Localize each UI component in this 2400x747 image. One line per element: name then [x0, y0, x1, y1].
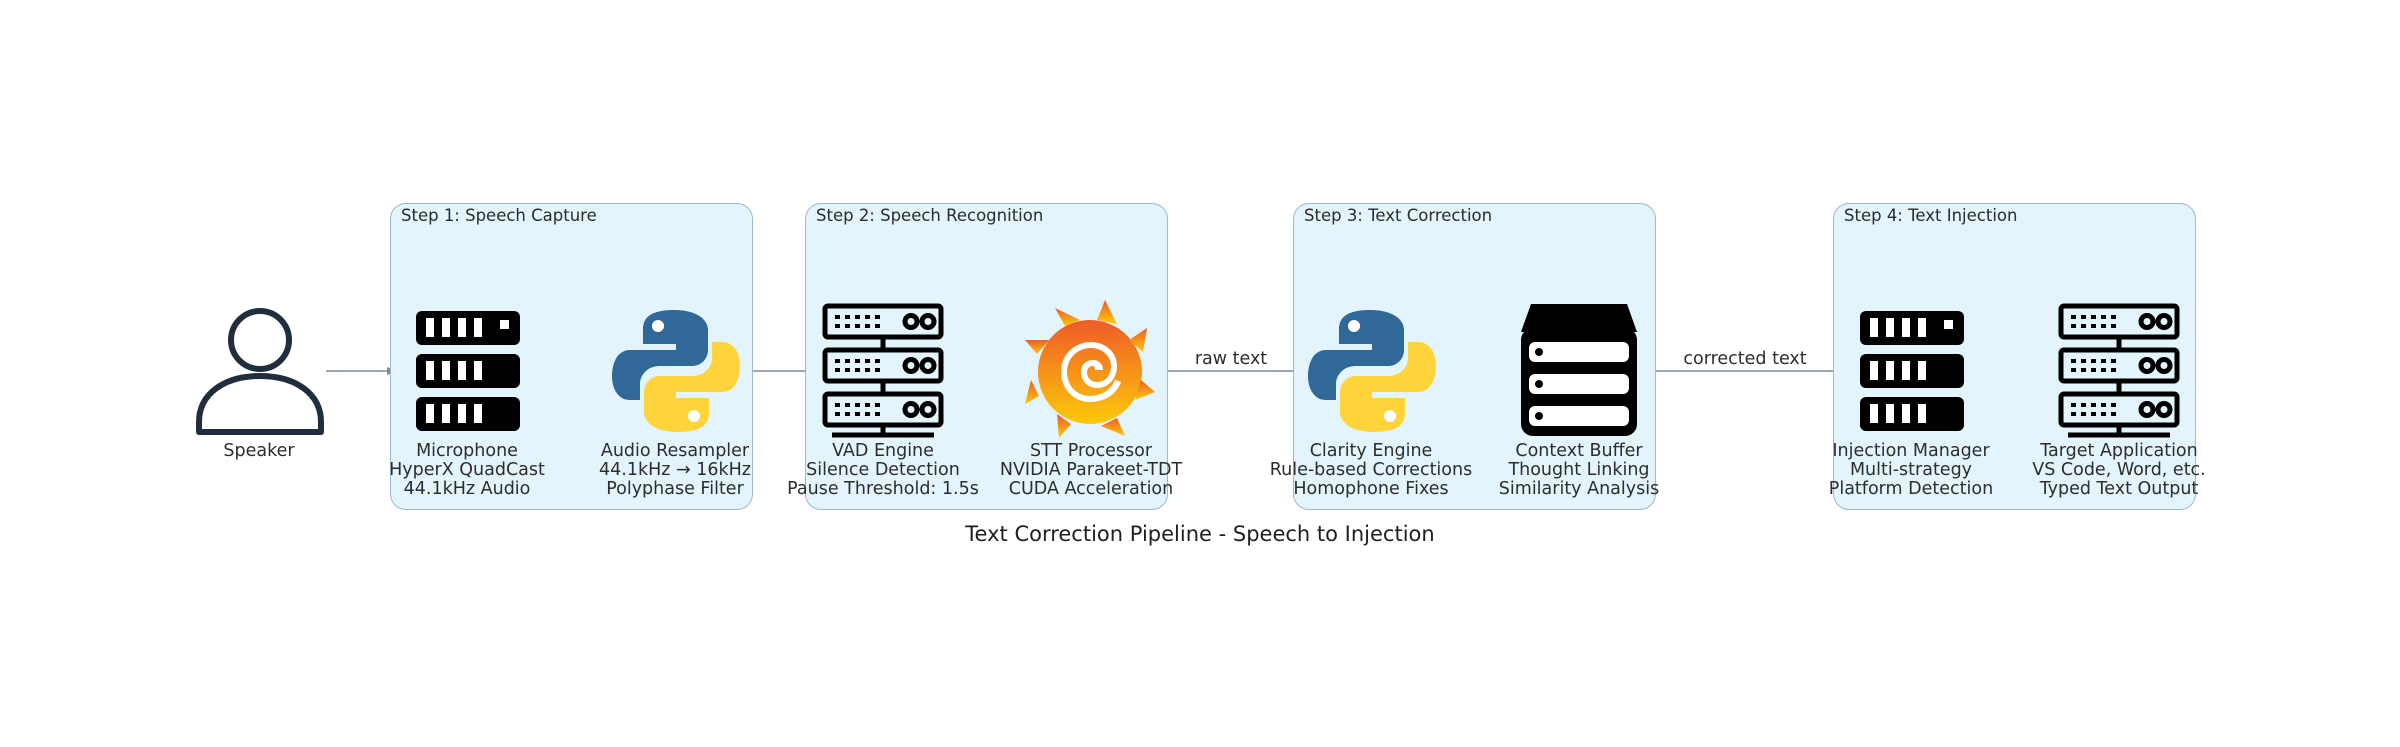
node-label-stt: STT Processor NVIDIA Parakeet-TDT CUDA A… [999, 441, 1183, 499]
diagram-title: Text Correction Pipeline - Speech to Inj… [965, 522, 1435, 546]
cluster-label: Step 2: Speech Recognition [816, 206, 1044, 225]
node-label-vad: VAD Engine Silence Detection Pause Thres… [787, 441, 979, 499]
node-label-resampler: Audio Resampler 44.1kHz → 16kHz Polyphas… [599, 441, 751, 499]
rack-server-icon [1860, 311, 1964, 435]
cluster-label: Step 4: Text Injection [1844, 206, 2018, 225]
node-label-microphone: Microphone HyperX QuadCast 44.1kHz Audio [389, 441, 545, 499]
node-label-clarity: Clarity Engine Rule-based Corrections Ho… [1269, 441, 1473, 499]
edge-label-corrected-text: corrected text [1683, 349, 1807, 369]
edge-label-raw-text: raw text [1194, 349, 1268, 369]
grafana-icon [1025, 300, 1155, 442]
python-icon [612, 308, 740, 438]
cluster-label: Step 1: Speech Capture [401, 206, 597, 225]
node-label-injection: Injection Manager Multi-strategy Platfor… [1828, 441, 1994, 499]
node-label-context: Context Buffer Thought Linking Similarit… [1498, 441, 1660, 499]
node-label-target: Target Application VS Code, Word, etc. T… [2032, 441, 2206, 499]
rack-server-icon [416, 311, 520, 435]
user-icon [194, 306, 326, 440]
node-label-speaker: Speaker [223, 441, 295, 461]
cluster-label: Step 3: Text Correction [1304, 206, 1493, 225]
python-icon [1308, 308, 1436, 438]
server-stack-icon [2058, 303, 2180, 443]
server-stack-icon [822, 303, 944, 443]
database-icon [1519, 302, 1639, 442]
